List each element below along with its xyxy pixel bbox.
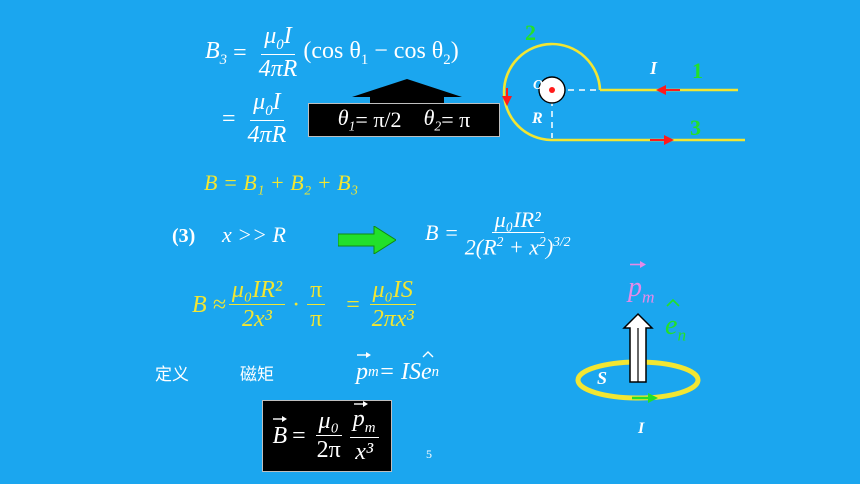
moment-diagram (575, 312, 701, 403)
equals-sign: = (233, 40, 247, 67)
far-field-lhs: B = (425, 220, 459, 246)
approx-formula: B ≈ μ₀IR² 2x³ · π π = μ₀IS 2πx³ (192, 277, 420, 332)
current-label: I (650, 58, 658, 78)
en-arrow-label: en (665, 298, 686, 346)
wire-label-3: 3 (690, 115, 701, 140)
far-field-formula: B = μ₀IR² 2(R2 + x2)3/2 (425, 208, 577, 259)
final-formula-box: B = μ₀ 2π pm x³ (262, 400, 392, 472)
mu0-over-2pi: μ₀ 2π (315, 407, 342, 463)
up-arrow-icon (352, 79, 462, 105)
equals-sign: = (222, 106, 236, 133)
area-label: S (597, 368, 608, 388)
right-arrow-icon (338, 226, 396, 254)
theta-values-box: θ1 = π/2 θ2 = π (308, 103, 500, 137)
mu0-over-4piR: μ0I 4πR (258, 23, 298, 83)
page-number: 5 (426, 447, 432, 461)
theta2-value: θ2 (423, 104, 442, 134)
moment-label: 磁矩 (240, 365, 274, 385)
wire-label-2: 2 (525, 20, 536, 45)
b3-formula: B3 = μ0I 4πR (cos θ1 − cos θ2) (205, 23, 459, 83)
b3-symbol: B3 (205, 37, 228, 68)
pm-over-x3: pm x³ (349, 400, 379, 466)
pm-arrow-label: pm (628, 261, 655, 308)
pi-over-pi: π π (307, 277, 326, 332)
case3-label: (3) (172, 225, 196, 247)
mu0I-over-4piR: μ0I 4πR (247, 89, 287, 149)
cos-difference: (cos θ1 − cos θ2) (303, 37, 459, 68)
case3-condition: x >> R (222, 222, 286, 247)
mu0IS-fraction: μ₀IS 2πx³ (369, 277, 417, 332)
approx-lhs: B ≈ (192, 292, 226, 319)
radius-label: R (532, 110, 543, 127)
theta1-value: θ1 (337, 104, 356, 134)
definition-label: 定义 (155, 365, 189, 385)
wire-label-1: 1 (692, 58, 703, 83)
b3-result: = μ0I 4πR (216, 89, 292, 149)
wire-diagram (502, 42, 745, 145)
loop-current-label: I (638, 420, 645, 437)
approx-fraction: μ₀IR² 2x³ (228, 277, 286, 332)
sum-formula: B = B₁ + B₂ + B₃ (204, 170, 359, 195)
origin-label: O (533, 78, 544, 93)
far-field-fraction: μ₀IR² 2(R2 + x2)3/2 (464, 207, 571, 260)
